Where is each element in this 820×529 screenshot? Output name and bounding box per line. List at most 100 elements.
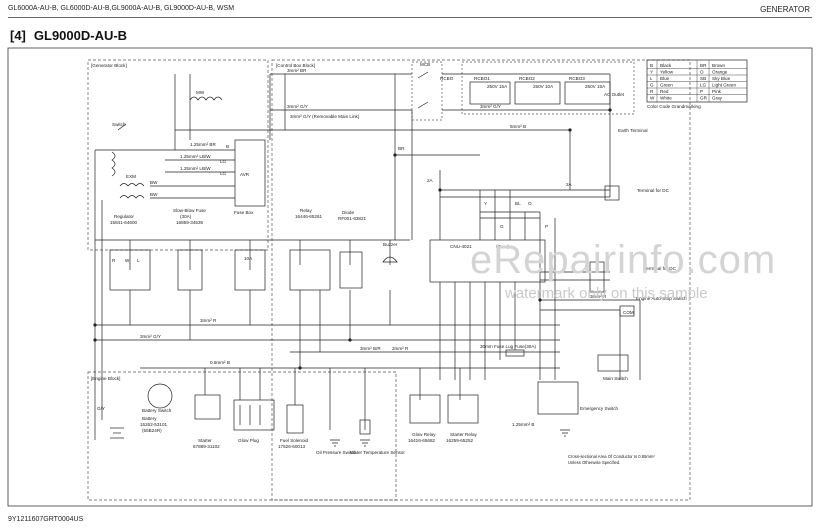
- terminal-dc-label: Terminal for DC: [637, 188, 670, 193]
- pin-bw-2: BW: [150, 192, 158, 197]
- buzzer-label: Buzzer: [383, 242, 398, 247]
- pin-g: G: [500, 224, 504, 229]
- terminal-box-dc: [604, 185, 620, 201]
- legend-name2-1: Orange: [712, 70, 728, 75]
- legend-name1-3: Green: [660, 83, 673, 88]
- avr-box: [234, 139, 266, 207]
- wire-label-4: 1.25mm² BR: [190, 142, 216, 147]
- fuel-solenoid-box: [286, 404, 304, 434]
- fuse-box-sub: 10A: [244, 256, 253, 261]
- rcbo2-label: RCBO2: [519, 76, 535, 81]
- legend-code1-2: L: [650, 76, 653, 81]
- legend-name2-3: Light Green: [712, 83, 736, 88]
- pin-b: B: [226, 144, 229, 149]
- bw-coil: [119, 195, 145, 199]
- slow-blow-box: [177, 249, 203, 291]
- legend-title: Color Code Grandmarking: [647, 104, 701, 109]
- wire-label-12: 3mm² B/R: [360, 346, 381, 351]
- engine-autostop-label: Engine Auto-Stop Switch: [636, 296, 687, 301]
- page-title: [4] GL9000D-AU-B: [10, 28, 135, 43]
- legend-name2-5: Gray: [712, 96, 723, 101]
- title-number: [4]: [10, 28, 26, 43]
- footer-code: 9Y1211607GRT0004US: [8, 516, 84, 523]
- header-models: GL6000A-AU-B, GL6000D-AU-B,GL9000A-AU-B,…: [8, 5, 235, 12]
- control-unit-box: [429, 239, 546, 283]
- wire-label-10: 3mm² G/Y: [480, 104, 501, 109]
- note-line-1: Cross-sectional Area Of Conductor Is 0.8…: [568, 454, 655, 459]
- control-unit-label: CNU-4021: [450, 244, 472, 249]
- note-line-2: Unless Otherwise Specified.: [568, 460, 620, 465]
- legend-code1-3: G: [650, 83, 654, 88]
- control-block-outline: [271, 59, 691, 501]
- legend-name1-5: White: [660, 96, 672, 101]
- regulator-pn: 15841-64600: [110, 220, 138, 225]
- rcbo-group-label: RCBO: [440, 76, 454, 81]
- switch-symbol: [117, 123, 127, 131]
- block-control-label: [Control Box Block]: [276, 63, 315, 68]
- legend-code1-4: R: [650, 89, 654, 94]
- legend-code1-5: W: [650, 96, 655, 101]
- wire-label-13: 2A: [427, 178, 434, 183]
- wire-label-11: 0.5mm² B: [210, 360, 230, 365]
- pin-gy: G/Y: [97, 406, 105, 411]
- battery-label: Battery: [142, 416, 157, 421]
- mw-coil: [189, 96, 223, 101]
- header-section: GENERATOR: [760, 5, 810, 14]
- mcb-outline: [411, 61, 443, 121]
- avr-label: AVR: [240, 172, 250, 177]
- legend-code1-0: B: [650, 63, 653, 68]
- exm-coil: [111, 151, 116, 177]
- glow-plug-label: Glow Plug: [238, 438, 259, 443]
- rcbo-outline: [461, 61, 635, 115]
- pin-br: BR: [398, 146, 405, 151]
- earth-terminal-label: Earth Terminal: [618, 128, 648, 133]
- starter-box: [194, 394, 221, 420]
- slow-blow-sub: (30A): [180, 214, 192, 219]
- fuse-box: [234, 249, 266, 291]
- pin-lg-1: LG: [220, 159, 227, 164]
- block-generator-label: [Generator Block]: [91, 63, 127, 68]
- pin-o: O: [528, 201, 532, 206]
- wire-label-9: 5mm² B: [510, 124, 526, 129]
- wire-label-5: 1.25mm² LB/W: [180, 154, 211, 159]
- starter-pn: 67889-31102: [193, 444, 220, 449]
- pin-y: Y: [484, 201, 487, 206]
- main-switch-box: [597, 354, 629, 372]
- pin-w: W: [125, 258, 130, 263]
- com-label: COM: [623, 310, 634, 315]
- exm-label: EXM: [126, 174, 136, 179]
- rcbo1-label: RCBO1: [474, 76, 490, 81]
- legend-code2-1: O: [700, 70, 704, 75]
- wire-label-3: 3mm² G/Y (Removable Main Link): [290, 114, 360, 119]
- wire-label-14: 2A: [566, 182, 573, 187]
- control-unit-sub: (Gen.): [496, 244, 509, 249]
- glow-plug-box: [233, 399, 275, 431]
- engine-block-outline: [87, 371, 397, 501]
- legend-name2-2: Sky Blue: [712, 76, 731, 81]
- battery-sub: (55B24R): [142, 428, 162, 433]
- rcbo3-amp: 250V 15A: [585, 84, 606, 89]
- battery-pn: 15262-53101: [140, 422, 168, 427]
- block-engine-label: [Engine Block]: [91, 376, 120, 381]
- pin-l: L: [137, 258, 140, 263]
- starter-label: Starter: [198, 438, 212, 443]
- wire-label-15: 1.25mm² B: [512, 422, 534, 427]
- title-model: GL9000D-AU-B: [33, 28, 128, 43]
- diode-label: Diode: [342, 210, 354, 215]
- glow-relay-box: [409, 394, 441, 424]
- legend-name2-4: Pink: [712, 89, 722, 94]
- com-box: [619, 305, 635, 317]
- legend-name1-4: Red: [660, 89, 669, 94]
- wire-label-17: 2mm² R: [392, 346, 409, 351]
- legend-name1-2: Blue: [660, 76, 670, 81]
- legend-code2-4: P: [700, 89, 703, 94]
- terminal-dc-2: [589, 261, 605, 293]
- fw-coil: [119, 183, 145, 187]
- pin-bw-1: BW: [150, 180, 158, 185]
- legend-code2-0: BR: [700, 63, 707, 68]
- battery-switch-label: Battery Switch: [142, 408, 172, 413]
- main-switch-label: Main Switch: [603, 376, 628, 381]
- legend-name2-0: Brown: [712, 63, 725, 68]
- legend-code1-1: Y: [650, 70, 653, 75]
- wire-label-7: 3mm² R: [200, 318, 217, 323]
